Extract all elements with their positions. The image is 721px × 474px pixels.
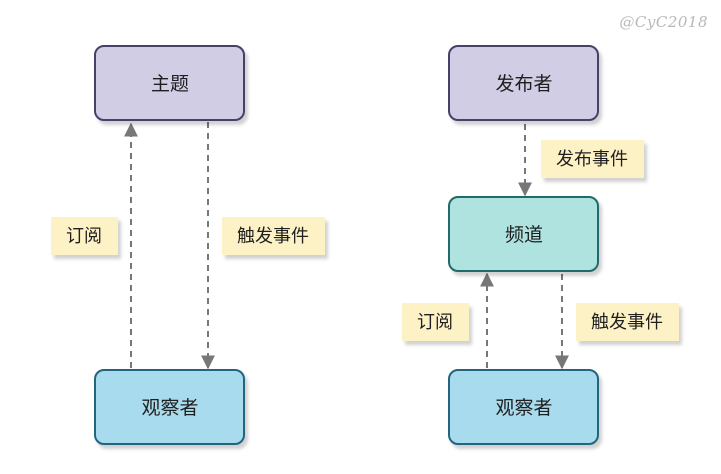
subject-box: 主题 xyxy=(94,45,245,121)
channel-label: 频道 xyxy=(505,224,543,246)
observer-box-left: 观察者 xyxy=(94,369,245,445)
left-diagram: 主题 观察者 订阅 触发事件 xyxy=(51,45,325,445)
channel-box: 频道 xyxy=(448,196,599,272)
trigger-note-right-text: 触发事件 xyxy=(591,312,663,333)
subscribe-note-left-text: 订阅 xyxy=(66,226,102,247)
subscribe-note-left: 订阅 xyxy=(51,217,118,255)
watermark-text: @CyC2018 xyxy=(619,13,708,31)
observer-box-right: 观察者 xyxy=(448,369,599,445)
publisher-box: 发布者 xyxy=(448,45,599,121)
subject-label: 主题 xyxy=(151,73,189,95)
trigger-note-left-text: 触发事件 xyxy=(237,226,309,247)
observer-label-left: 观察者 xyxy=(141,397,198,419)
right-diagram: 发布者 发布事件 频道 订阅 触发事件 观察者 xyxy=(402,45,679,445)
publish-event-note-text: 发布事件 xyxy=(556,149,628,170)
trigger-note-left: 触发事件 xyxy=(222,217,325,255)
publisher-label: 发布者 xyxy=(495,73,552,95)
subscribe-note-right-text: 订阅 xyxy=(417,312,453,333)
trigger-note-right: 触发事件 xyxy=(576,303,679,341)
observer-label-right: 观察者 xyxy=(495,397,552,419)
publish-event-note: 发布事件 xyxy=(541,140,644,178)
subscribe-note-right: 订阅 xyxy=(402,303,469,341)
